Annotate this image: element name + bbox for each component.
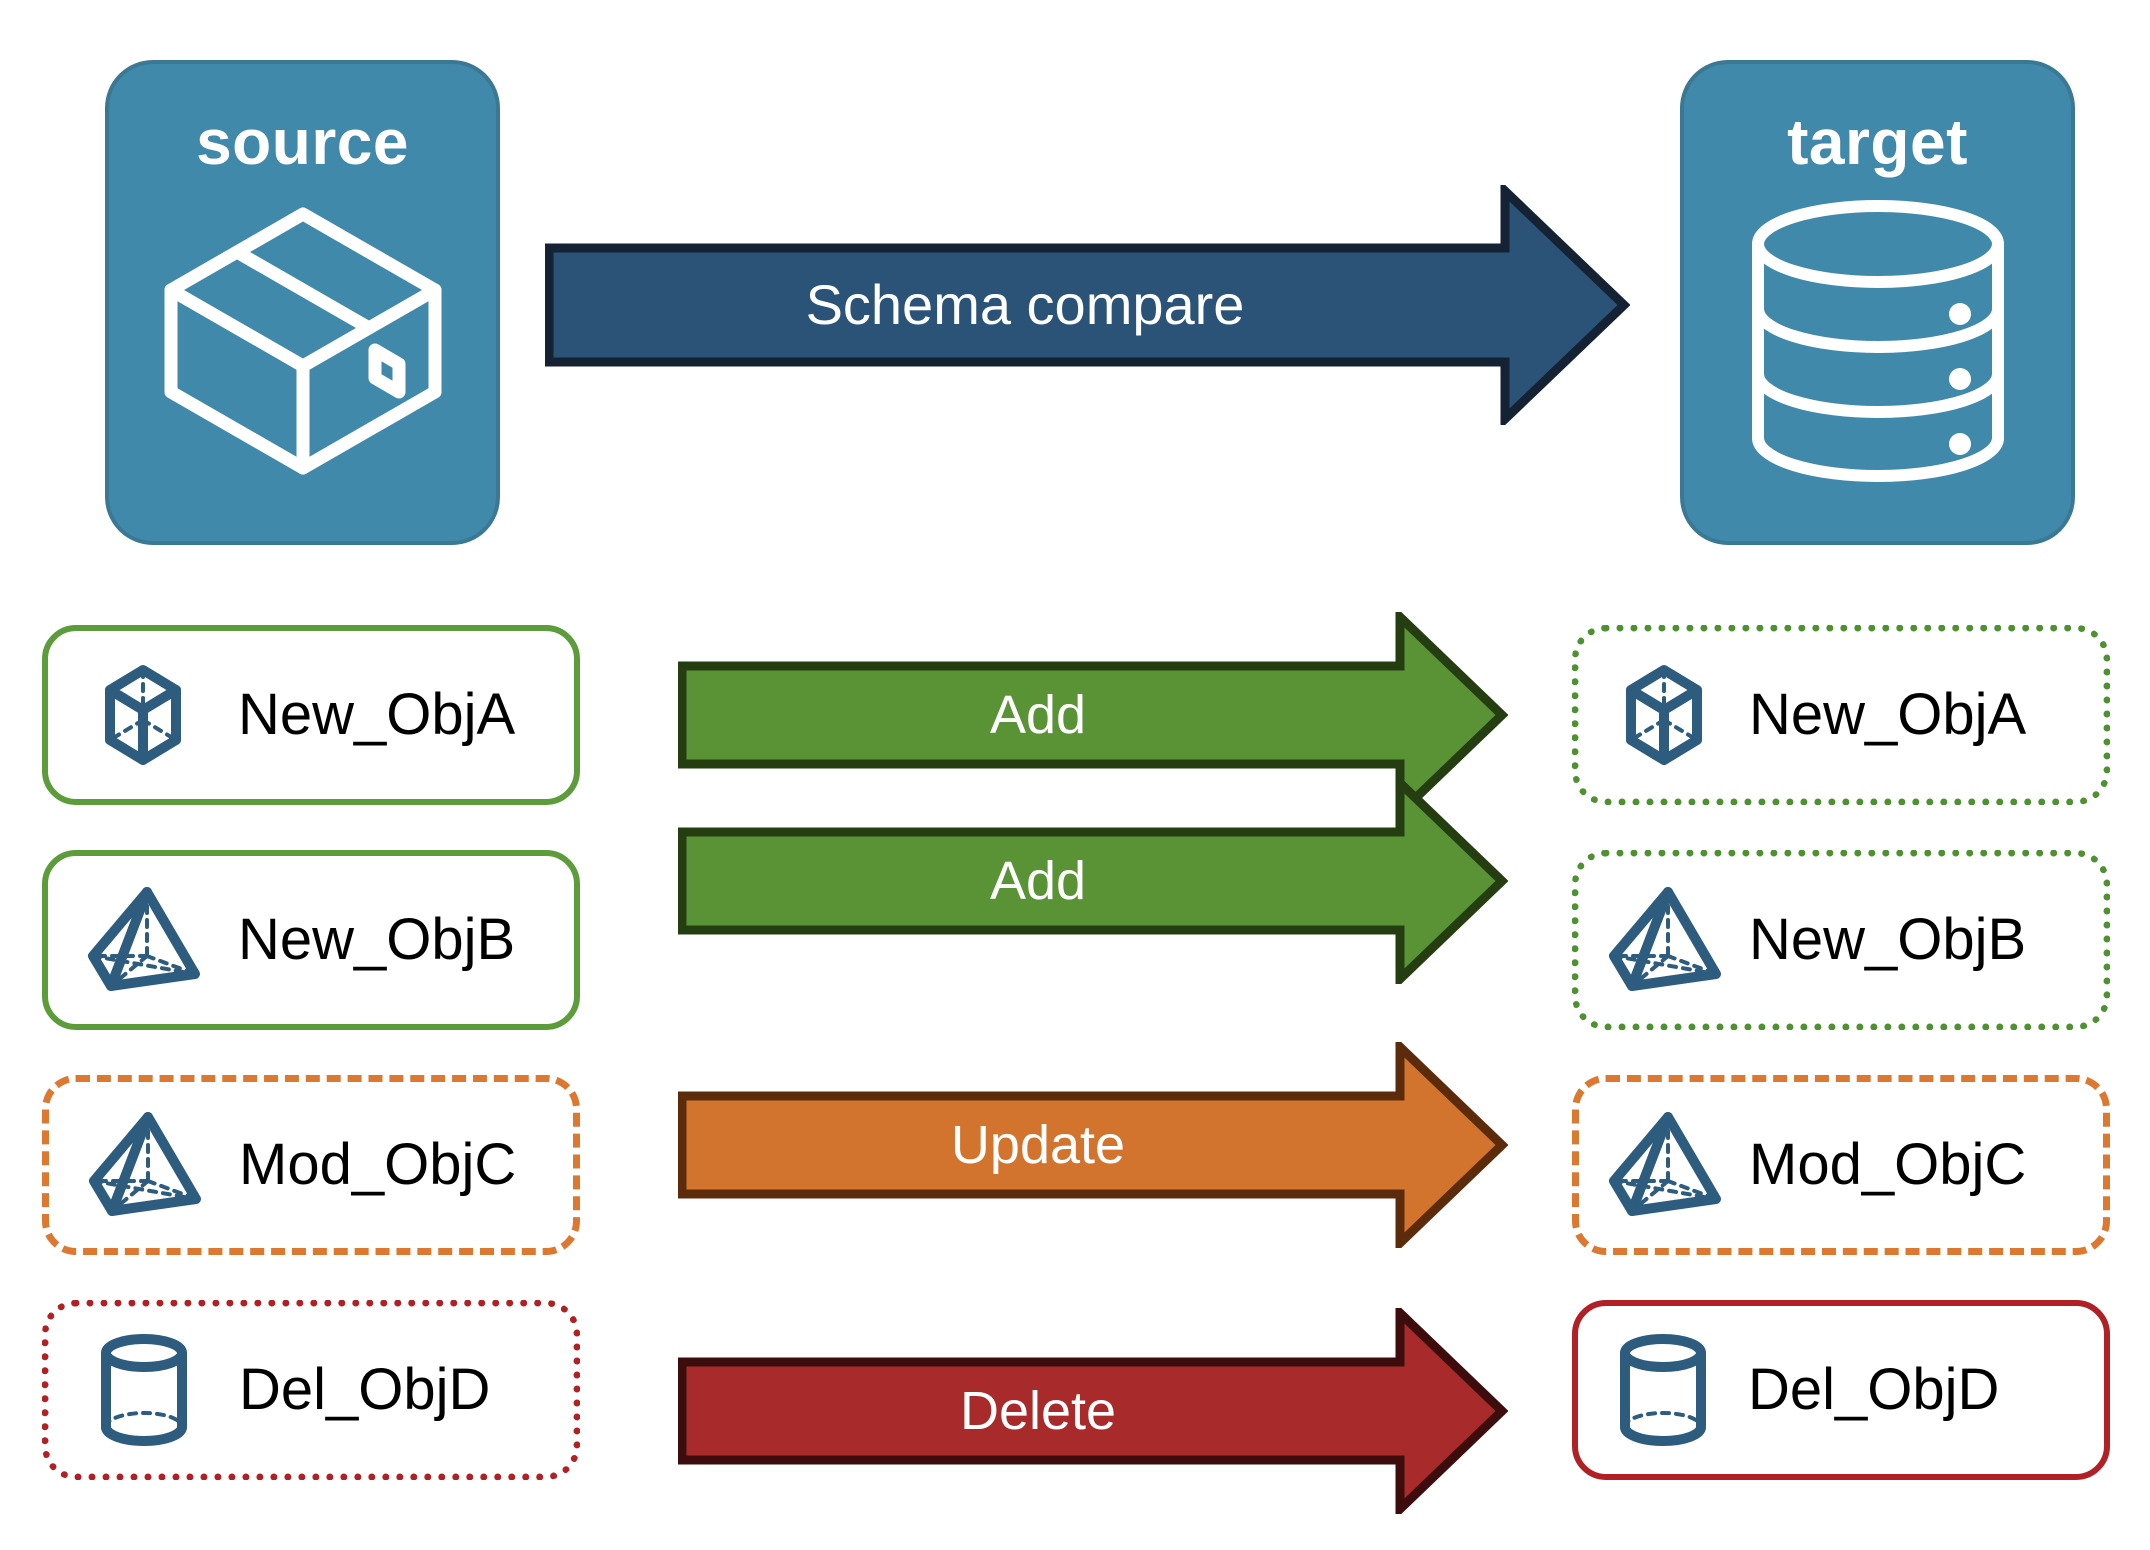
source-object-label-1: New_ObjB (238, 907, 516, 972)
target-title: target (1787, 106, 1968, 178)
action-arrow-delete[interactable]: Delete (678, 1308, 1508, 1514)
pyramid-wireframe-icon (48, 878, 238, 1002)
cylinder-wireframe-icon (49, 1329, 239, 1451)
database-cylinder-icon (1738, 196, 2018, 491)
source-object-label-2: Mod_ObjC (239, 1132, 517, 1197)
target-object-label-1: New_ObjB (1749, 907, 2027, 972)
target-object-row-3[interactable]: Del_ObjD (1572, 1300, 2110, 1480)
source-panel[interactable]: source (105, 60, 500, 545)
source-object-row-3[interactable]: Del_ObjD (42, 1300, 580, 1480)
target-object-row-0[interactable]: New_ObjA (1572, 625, 2110, 805)
target-object-label-3: Del_ObjD (1748, 1357, 2000, 1422)
target-panel[interactable]: target (1680, 60, 2075, 545)
target-object-label-2: Mod_ObjC (1749, 1132, 2027, 1197)
source-object-label-0: New_ObjA (238, 682, 516, 747)
pyramid-wireframe-icon (1579, 1103, 1749, 1227)
target-object-row-2[interactable]: Mod_ObjC (1572, 1075, 2110, 1255)
action-arrow-add-1[interactable]: Add (678, 778, 1508, 984)
pyramid-wireframe-icon (1579, 878, 1749, 1002)
pyramid-wireframe-icon (49, 1103, 239, 1227)
source-object-row-0[interactable]: New_ObjA (42, 625, 580, 805)
cube-wireframe-icon (48, 656, 238, 774)
action-arrow-update[interactable]: Update (678, 1042, 1508, 1248)
source-object-label-3: Del_ObjD (239, 1357, 491, 1422)
source-title: source (196, 106, 409, 178)
cube-wireframe-icon (1579, 656, 1749, 774)
source-object-row-2[interactable]: Mod_ObjC (42, 1075, 580, 1255)
schema-compare-arrow[interactable]: Schema compare (545, 185, 1630, 425)
package-box-icon (153, 196, 453, 491)
target-object-row-1[interactable]: New_ObjB (1572, 850, 2110, 1030)
cylinder-wireframe-icon (1578, 1329, 1748, 1451)
target-object-label-0: New_ObjA (1749, 682, 2027, 747)
source-object-row-1[interactable]: New_ObjB (42, 850, 580, 1030)
